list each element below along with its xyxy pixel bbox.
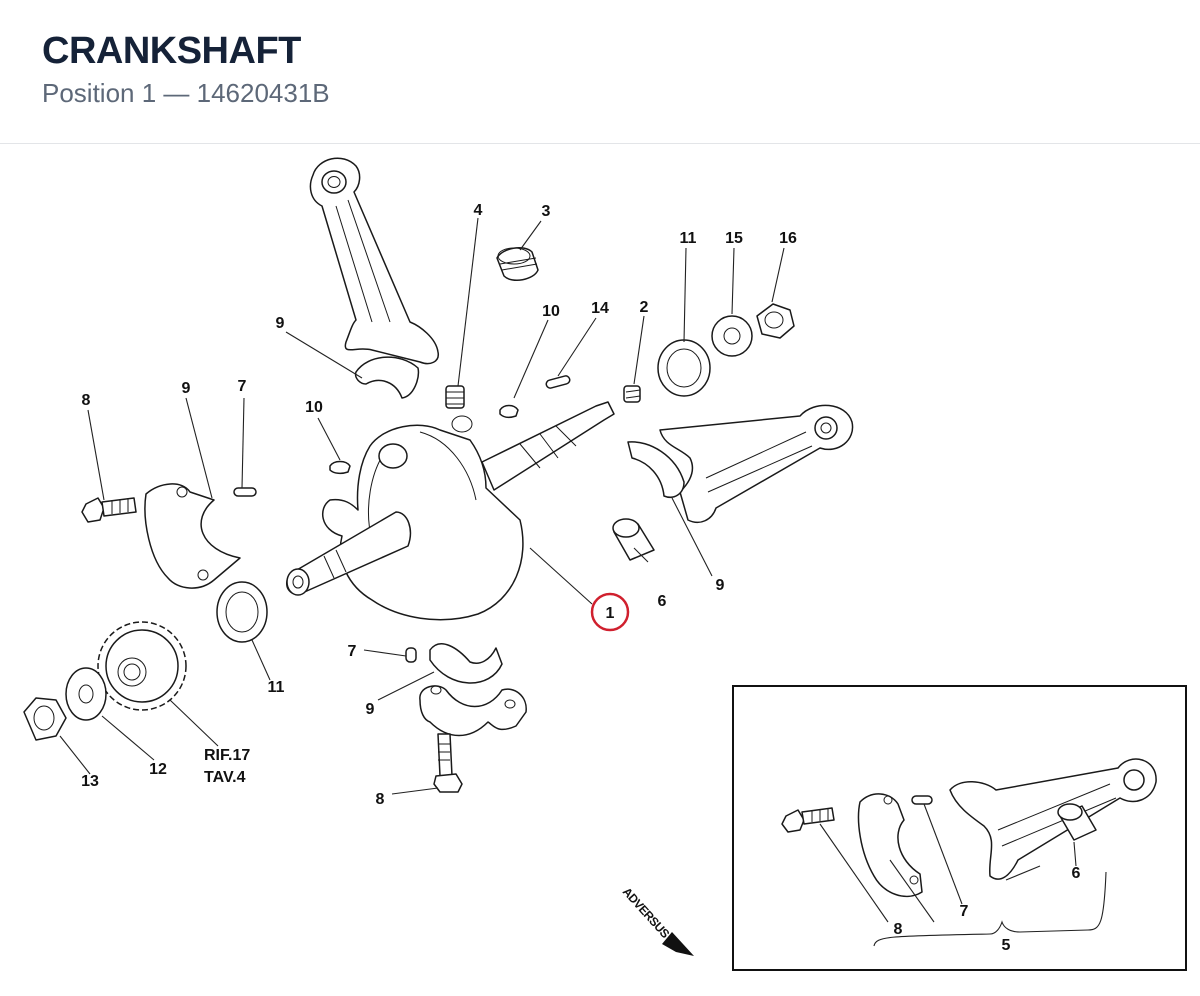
callout-11-left[interactable]: 11 (268, 679, 285, 696)
connecting-rod-upper[interactable] (309, 157, 439, 365)
callout-6[interactable]: 6 (658, 593, 667, 610)
washer-15[interactable] (711, 315, 753, 357)
gear-rif17[interactable] (97, 621, 187, 711)
key-10-left[interactable] (329, 460, 351, 475)
watermark-arrow-icon (662, 932, 694, 956)
key-14[interactable] (545, 375, 571, 389)
bush-6[interactable] (612, 518, 655, 561)
bearing-cap-9-lower[interactable] (419, 685, 527, 737)
seal-11-right[interactable] (657, 339, 711, 397)
callout-13[interactable]: 13 (81, 773, 99, 790)
bearing-cap-9-left[interactable] (144, 483, 241, 589)
callout-11-right[interactable]: 11 (680, 230, 697, 247)
leader-lines (59, 217, 785, 795)
seal-11-left[interactable] (216, 581, 268, 643)
dowel-7-left[interactable] (233, 487, 257, 497)
callout-9-lower[interactable]: 9 (366, 701, 375, 718)
exploded-diagram: 1 2 3 4 6 7 7 8 8 9 9 9 9 10 10 11 11 12… (0, 145, 1200, 991)
inset-dowel-7[interactable] (911, 795, 933, 805)
washer-12[interactable] (65, 667, 107, 721)
nut-13[interactable] (23, 697, 67, 741)
bearing-shell-9-lower[interactable] (429, 643, 503, 684)
callout-1[interactable]: 1 (606, 605, 615, 622)
callout-9-left[interactable]: 9 (182, 380, 191, 397)
page-title: CRANKSHAFT (42, 30, 301, 72)
inset-bearing-cap[interactable] (857, 793, 923, 897)
bearing-shell-9-right[interactable] (627, 441, 685, 498)
callout-3[interactable]: 3 (542, 203, 551, 220)
callout-labels: 1 2 3 4 6 7 7 8 8 9 9 9 9 10 10 11 11 12… (81, 202, 797, 808)
callout-2[interactable]: 2 (640, 299, 649, 316)
key-10-upper[interactable] (499, 404, 519, 419)
inset-bolt-8[interactable] (781, 807, 835, 833)
bolt-8-left[interactable] (81, 497, 137, 523)
reference-line1: RIF.17 (204, 747, 250, 764)
callout-9-upper[interactable]: 9 (276, 315, 285, 332)
callout-7-left[interactable]: 7 (238, 378, 247, 395)
brand-watermark: ADVERSUS (620, 885, 694, 956)
callout-12[interactable]: 12 (149, 761, 167, 778)
callout-9-right[interactable]: 9 (716, 577, 725, 594)
inset-leaders (819, 803, 1107, 947)
bearing-shell-9-upper[interactable] (354, 356, 420, 399)
callout-1-highlight[interactable] (590, 592, 630, 632)
callout-16[interactable]: 16 (779, 230, 797, 247)
callout-10-left[interactable]: 10 (305, 399, 323, 416)
callout-15[interactable]: 15 (725, 230, 743, 247)
inset-callout-7[interactable]: 7 (960, 903, 969, 920)
dowel-2[interactable] (623, 385, 641, 403)
bolt-8-lower[interactable] (433, 733, 463, 793)
inset-bush-6[interactable] (1057, 803, 1097, 841)
inset-callout-5[interactable]: 5 (1002, 937, 1011, 954)
crankshaft-1[interactable] (286, 401, 615, 621)
inset-callout-6[interactable]: 6 (1072, 865, 1081, 882)
callout-4[interactable]: 4 (474, 202, 483, 219)
page-header: CRANKSHAFT Position 1 — 14620431B (0, 0, 1200, 144)
plug-3[interactable] (496, 246, 539, 282)
inset-assembly-5: 8 7 6 5 (732, 685, 1187, 971)
callout-14[interactable]: 14 (591, 300, 609, 317)
connecting-rod-right[interactable] (659, 404, 854, 524)
callout-8-lower[interactable]: 8 (376, 791, 385, 808)
reference-line2: TAV.4 (204, 769, 246, 786)
callout-10-center[interactable]: 10 (542, 303, 560, 320)
inset-connecting-rod[interactable] (949, 758, 1157, 880)
inset-callout-8[interactable]: 8 (894, 921, 903, 938)
page-subtitle: Position 1 — 14620431B (42, 78, 330, 108)
nut-16[interactable] (756, 303, 795, 339)
dowel-7-lower[interactable] (405, 647, 417, 663)
watermark-text: ADVERSUS (620, 885, 673, 941)
grub-screw-4[interactable] (445, 385, 465, 409)
callout-7-lower[interactable]: 7 (348, 643, 357, 660)
callout-8-left[interactable]: 8 (82, 392, 91, 409)
